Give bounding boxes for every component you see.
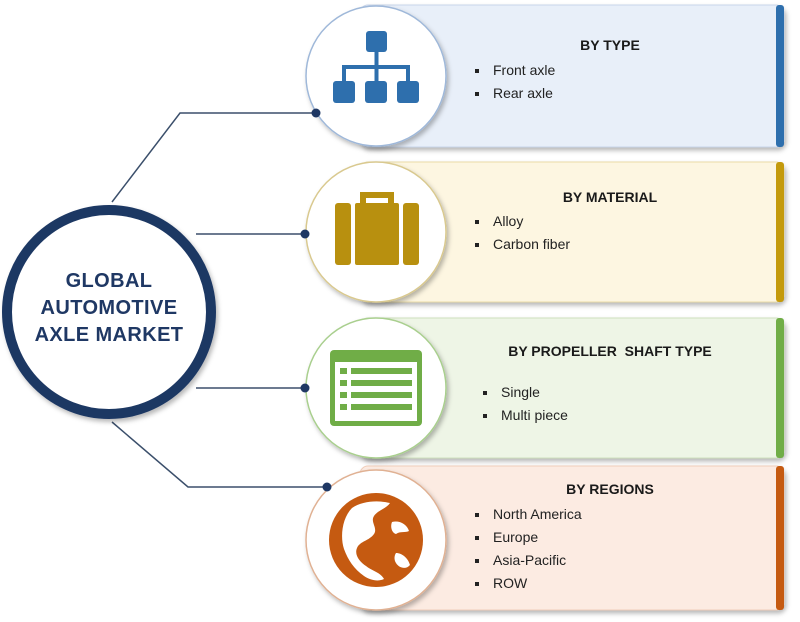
list-item: North America xyxy=(473,503,582,526)
segment-card-propeller xyxy=(359,317,785,459)
connector-regions xyxy=(111,421,327,488)
segment-card-type xyxy=(359,4,785,148)
segment-items-material: Alloy Carbon fiber xyxy=(473,210,570,256)
segment-items-regions: North America Europe Asia-Pacific ROW xyxy=(473,503,582,595)
center-hub xyxy=(2,205,216,419)
hierarchy-icon xyxy=(333,31,419,103)
segment-heading-regions: BY REGIONS xyxy=(566,481,654,497)
list-item: Asia-Pacific xyxy=(473,549,582,572)
list-item: Carbon fiber xyxy=(473,233,570,256)
card-accent-bar xyxy=(776,5,784,147)
connector-lines xyxy=(111,112,327,488)
briefcase-icon xyxy=(335,192,419,265)
card-accent-bar xyxy=(776,466,784,610)
market-title-line: AUTOMOTIVE xyxy=(40,297,178,319)
segment-items-type: Front axle Rear axle xyxy=(473,59,555,105)
globe-icon xyxy=(329,493,423,587)
connector-type xyxy=(111,112,316,203)
list-item: Europe xyxy=(473,526,582,549)
list-item: ROW xyxy=(473,572,582,595)
segment-heading-propeller: BY PROPELLER SHAFT TYPE xyxy=(508,343,712,359)
list-item: Multi piece xyxy=(481,404,568,427)
list-item: Rear axle xyxy=(473,82,555,105)
segment-card-regions xyxy=(359,465,785,611)
card-accent-bar xyxy=(776,318,784,458)
market-title: GLOBAL AUTOMOTIVE AXLE MARKET xyxy=(12,268,206,349)
connector-endpoints xyxy=(300,108,332,492)
card-accent-bar xyxy=(776,162,784,302)
market-title-line: AXLE MARKET xyxy=(34,324,184,346)
list-window-icon xyxy=(330,350,422,426)
list-item: Single xyxy=(481,381,568,404)
list-item: Front axle xyxy=(473,59,555,82)
list-item: Alloy xyxy=(473,210,570,233)
segment-items-propeller: Single Multi piece xyxy=(481,381,568,427)
segment-heading-material: BY MATERIAL xyxy=(562,189,658,205)
market-title-line: GLOBAL xyxy=(65,270,153,292)
segment-heading-type: BY TYPE xyxy=(580,37,640,53)
segment-card-material xyxy=(359,161,785,303)
